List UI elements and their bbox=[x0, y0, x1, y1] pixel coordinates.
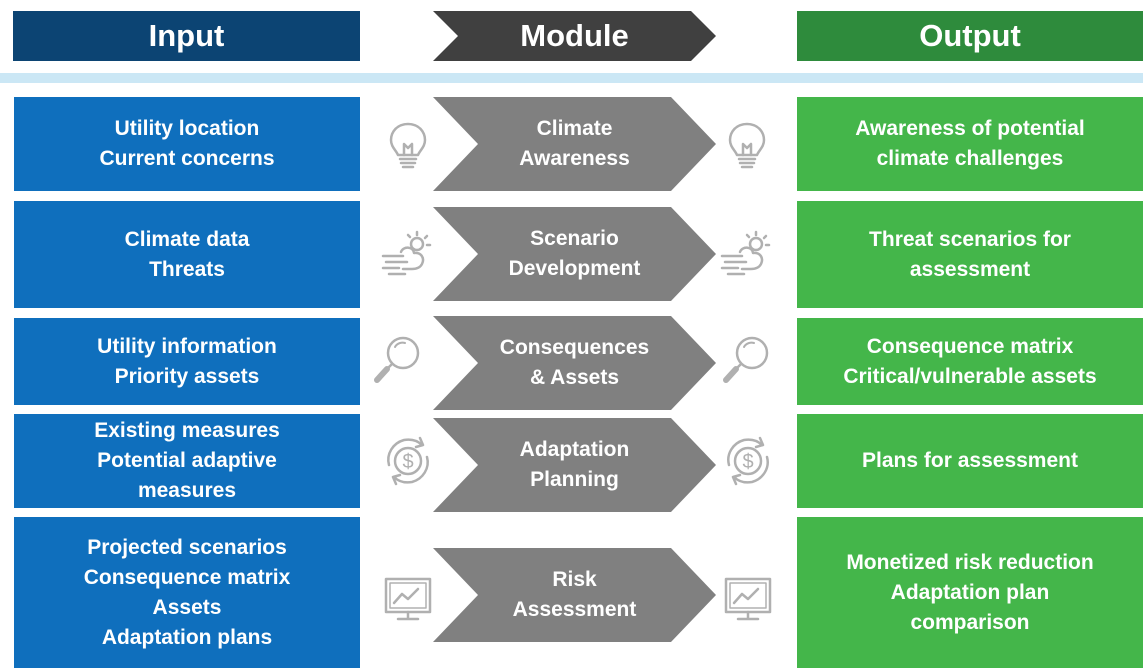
input-line: Potential adaptive bbox=[97, 449, 277, 472]
header-separator bbox=[0, 73, 1143, 83]
output-line: Monetized risk reduction bbox=[846, 550, 1094, 574]
output-box-3: Consequence matrix Critical/vulnerable a… bbox=[797, 318, 1143, 405]
weather-icon bbox=[381, 230, 432, 276]
output-box-1: Awareness of potential climate challenge… bbox=[797, 97, 1143, 191]
module-line: Awareness bbox=[519, 147, 630, 170]
input-line: Priority assets bbox=[114, 364, 260, 388]
magnifier-icon bbox=[374, 336, 420, 383]
input-header: Input bbox=[13, 11, 360, 61]
input-line: Utility location bbox=[114, 117, 260, 140]
dollar-cycle-icon: $ bbox=[387, 436, 429, 486]
output-line: comparison bbox=[910, 610, 1030, 634]
output-line: Consequence matrix bbox=[866, 334, 1074, 358]
input-line: measures bbox=[137, 479, 237, 502]
input-line: Threats bbox=[149, 257, 225, 281]
output-box-4: Plans for assessment bbox=[797, 414, 1143, 508]
module-chevron-2: Scenario Development bbox=[433, 207, 716, 301]
module-line: Development bbox=[508, 257, 641, 280]
dollar-cycle-icon: $ bbox=[727, 436, 769, 486]
input-line: Climate data bbox=[124, 227, 250, 251]
input-box-5: Projected scenarios Consequence matrix A… bbox=[14, 517, 360, 668]
module-header-shape bbox=[433, 11, 716, 61]
monitor-chart-icon bbox=[384, 577, 432, 621]
module-line: & Assets bbox=[529, 366, 620, 389]
output-box-2: Threat scenarios for assessment bbox=[797, 201, 1143, 308]
module-line: Adaptation bbox=[519, 438, 630, 461]
input-line: Consequence matrix bbox=[83, 565, 291, 589]
input-line: Existing measures bbox=[94, 419, 280, 442]
module-line: Consequences bbox=[499, 336, 650, 359]
module-line: Planning bbox=[530, 468, 619, 491]
output-header: Output bbox=[797, 11, 1143, 61]
module-line: Risk bbox=[552, 568, 597, 591]
input-box-4: Existing measures Potential adaptive mea… bbox=[14, 414, 360, 508]
output-line: Awareness of potential bbox=[855, 117, 1085, 140]
input-box-2: Climate data Threats bbox=[14, 201, 360, 308]
output-header-label: Output bbox=[919, 18, 1021, 53]
input-line: Projected scenarios bbox=[87, 535, 287, 559]
module-line: Assessment bbox=[512, 598, 637, 621]
input-header-label: Input bbox=[148, 18, 225, 53]
input-line: Utility information bbox=[97, 334, 277, 358]
input-line: Adaptation plans bbox=[101, 625, 273, 649]
svg-text:$: $ bbox=[402, 451, 413, 473]
input-line: Current concerns bbox=[99, 147, 275, 170]
output-line: climate challenges bbox=[876, 147, 1064, 170]
module-chevron-3: Consequences & Assets bbox=[433, 316, 716, 410]
input-box-1: Utility location Current concerns bbox=[14, 97, 360, 191]
input-box-3: Utility information Priority assets bbox=[14, 318, 360, 405]
output-box-5: Monetized risk reduction Adaptation plan… bbox=[797, 517, 1143, 668]
output-line: Plans for assessment bbox=[862, 449, 1078, 472]
module-header: Module bbox=[433, 11, 716, 61]
lightbulb-icon bbox=[389, 122, 427, 169]
output-line: Adaptation plan bbox=[890, 580, 1050, 604]
module-header-label: Module bbox=[520, 18, 629, 53]
monitor-chart-icon bbox=[724, 577, 772, 621]
module-chevron-4: Adaptation Planning bbox=[433, 418, 716, 512]
output-line: assessment bbox=[909, 257, 1031, 281]
module-line: Scenario bbox=[530, 227, 619, 250]
lightbulb-icon bbox=[728, 122, 766, 169]
module-line: Climate bbox=[536, 117, 613, 140]
magnifier-icon bbox=[723, 336, 769, 383]
output-line: Threat scenarios for bbox=[869, 227, 1071, 251]
weather-icon bbox=[720, 230, 771, 276]
input-line: Assets bbox=[152, 595, 222, 619]
svg-text:$: $ bbox=[742, 451, 753, 473]
output-line: Critical/vulnerable assets bbox=[843, 364, 1097, 388]
module-chevron-5: Risk Assessment bbox=[433, 548, 716, 642]
module-chevron-1: Climate Awareness bbox=[433, 97, 716, 191]
